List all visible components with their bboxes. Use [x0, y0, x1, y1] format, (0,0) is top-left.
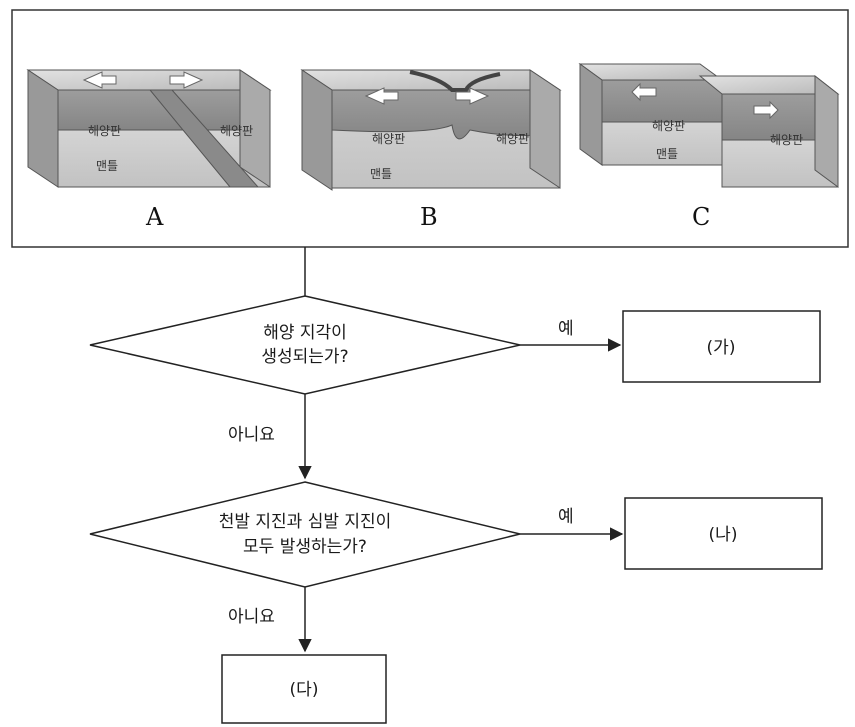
decision-q2-line2: 모두 발생하는가? [243, 537, 367, 557]
plate-motion-arrow [455, 87, 490, 105]
subducting-slab [148, 89, 260, 188]
block-b: 해양판 해양판 맨틀 B [300, 69, 562, 231]
block-letter: B [420, 203, 438, 231]
result-box-da-label: (다) [290, 680, 319, 700]
no-label-2: 아니요 [228, 607, 275, 627]
plate-motion-arrow [753, 100, 779, 120]
mantle-label: 맨틀 [96, 159, 118, 173]
block-diagram-frame [11, 9, 849, 248]
yes-label-1: 예 [558, 319, 574, 339]
plate-motion-arrow [169, 71, 204, 89]
plate-label-left: 해양판 [652, 119, 685, 133]
result-box-ga [622, 310, 821, 383]
decision-q2-line1: 천발 지진과 심발 지진이 [219, 512, 392, 532]
block-c: 해양판 해양판 맨틀 C [578, 63, 840, 231]
result-box-na [624, 497, 823, 570]
yes-label-2: 예 [558, 507, 574, 527]
block-letter: A [145, 203, 164, 231]
decision-q1-line1: 해양 지각이 [263, 323, 347, 343]
mid-ocean-ridge [409, 70, 501, 92]
block-a: 해양판 해양판 맨틀 A [26, 69, 272, 231]
decision-q2 [89, 481, 521, 588]
plate-label-left: 해양판 [88, 124, 121, 138]
plate-motion-arrow [82, 71, 117, 89]
plate-label-right: 해양판 [770, 133, 803, 147]
result-box-da [221, 654, 387, 724]
plate-label-left: 해양판 [372, 132, 405, 146]
plate-motion-arrow [364, 87, 399, 105]
block-letter: C [692, 203, 710, 231]
mantle-label: 맨틀 [656, 147, 678, 161]
decision-q1-line2: 생성되는가? [261, 347, 348, 367]
mantle-label: 맨틀 [370, 167, 392, 181]
plate-label-right: 해양판 [496, 132, 529, 146]
result-box-ga-label: (가) [707, 338, 736, 358]
plate-label-right: 해양판 [220, 124, 253, 138]
plate-motion-arrow [631, 82, 657, 102]
no-label-1: 아니요 [228, 425, 275, 445]
decision-q1 [89, 295, 521, 395]
result-box-na-label: (나) [709, 525, 738, 545]
